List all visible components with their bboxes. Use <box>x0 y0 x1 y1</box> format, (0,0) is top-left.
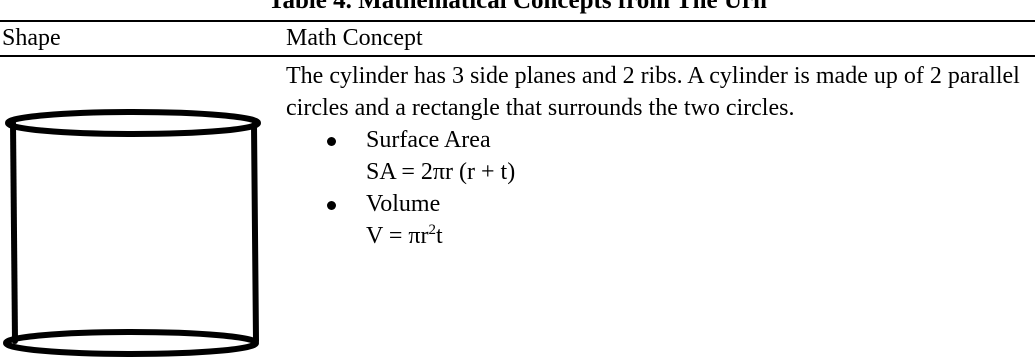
column-header-math-concept: Math Concept <box>286 25 423 51</box>
list-item-volume: Volume V = πr2t <box>286 188 1026 252</box>
volume-formula: V = πr2t <box>366 220 1026 252</box>
table-header-rule <box>0 55 1035 57</box>
volume-formula-tail: t <box>436 223 443 249</box>
bullet-icon <box>327 201 336 210</box>
cylinder-bottom-ellipse <box>3 329 259 357</box>
cylinder-left-side <box>10 120 18 344</box>
concept-list: Surface Area SA = 2πr (r + t) Volume V =… <box>286 124 1026 252</box>
cylinder-right-side <box>251 122 259 344</box>
column-header-shape: Shape <box>2 25 61 51</box>
bullet-icon <box>327 137 336 146</box>
cylinder-description: The cylinder has 3 side planes and 2 rib… <box>286 63 1020 121</box>
table-top-rule <box>0 20 1035 22</box>
volume-title: Volume <box>366 191 441 217</box>
list-item-surface-area: Surface Area SA = 2πr (r + t) <box>286 124 1026 188</box>
cylinder-drawing <box>3 109 261 357</box>
surface-area-formula: SA = 2πr (r + t) <box>366 159 516 185</box>
surface-area-title: Surface Area <box>366 127 491 153</box>
math-concept-cell: The cylinder has 3 side planes and 2 rib… <box>286 60 1026 252</box>
volume-formula-base: V = πr <box>366 223 429 249</box>
volume-formula-exponent: 2 <box>428 222 437 238</box>
cylinder-top-ellipse <box>5 109 261 137</box>
table-caption: Table 4. Mathematical Concepts from The … <box>268 0 767 14</box>
